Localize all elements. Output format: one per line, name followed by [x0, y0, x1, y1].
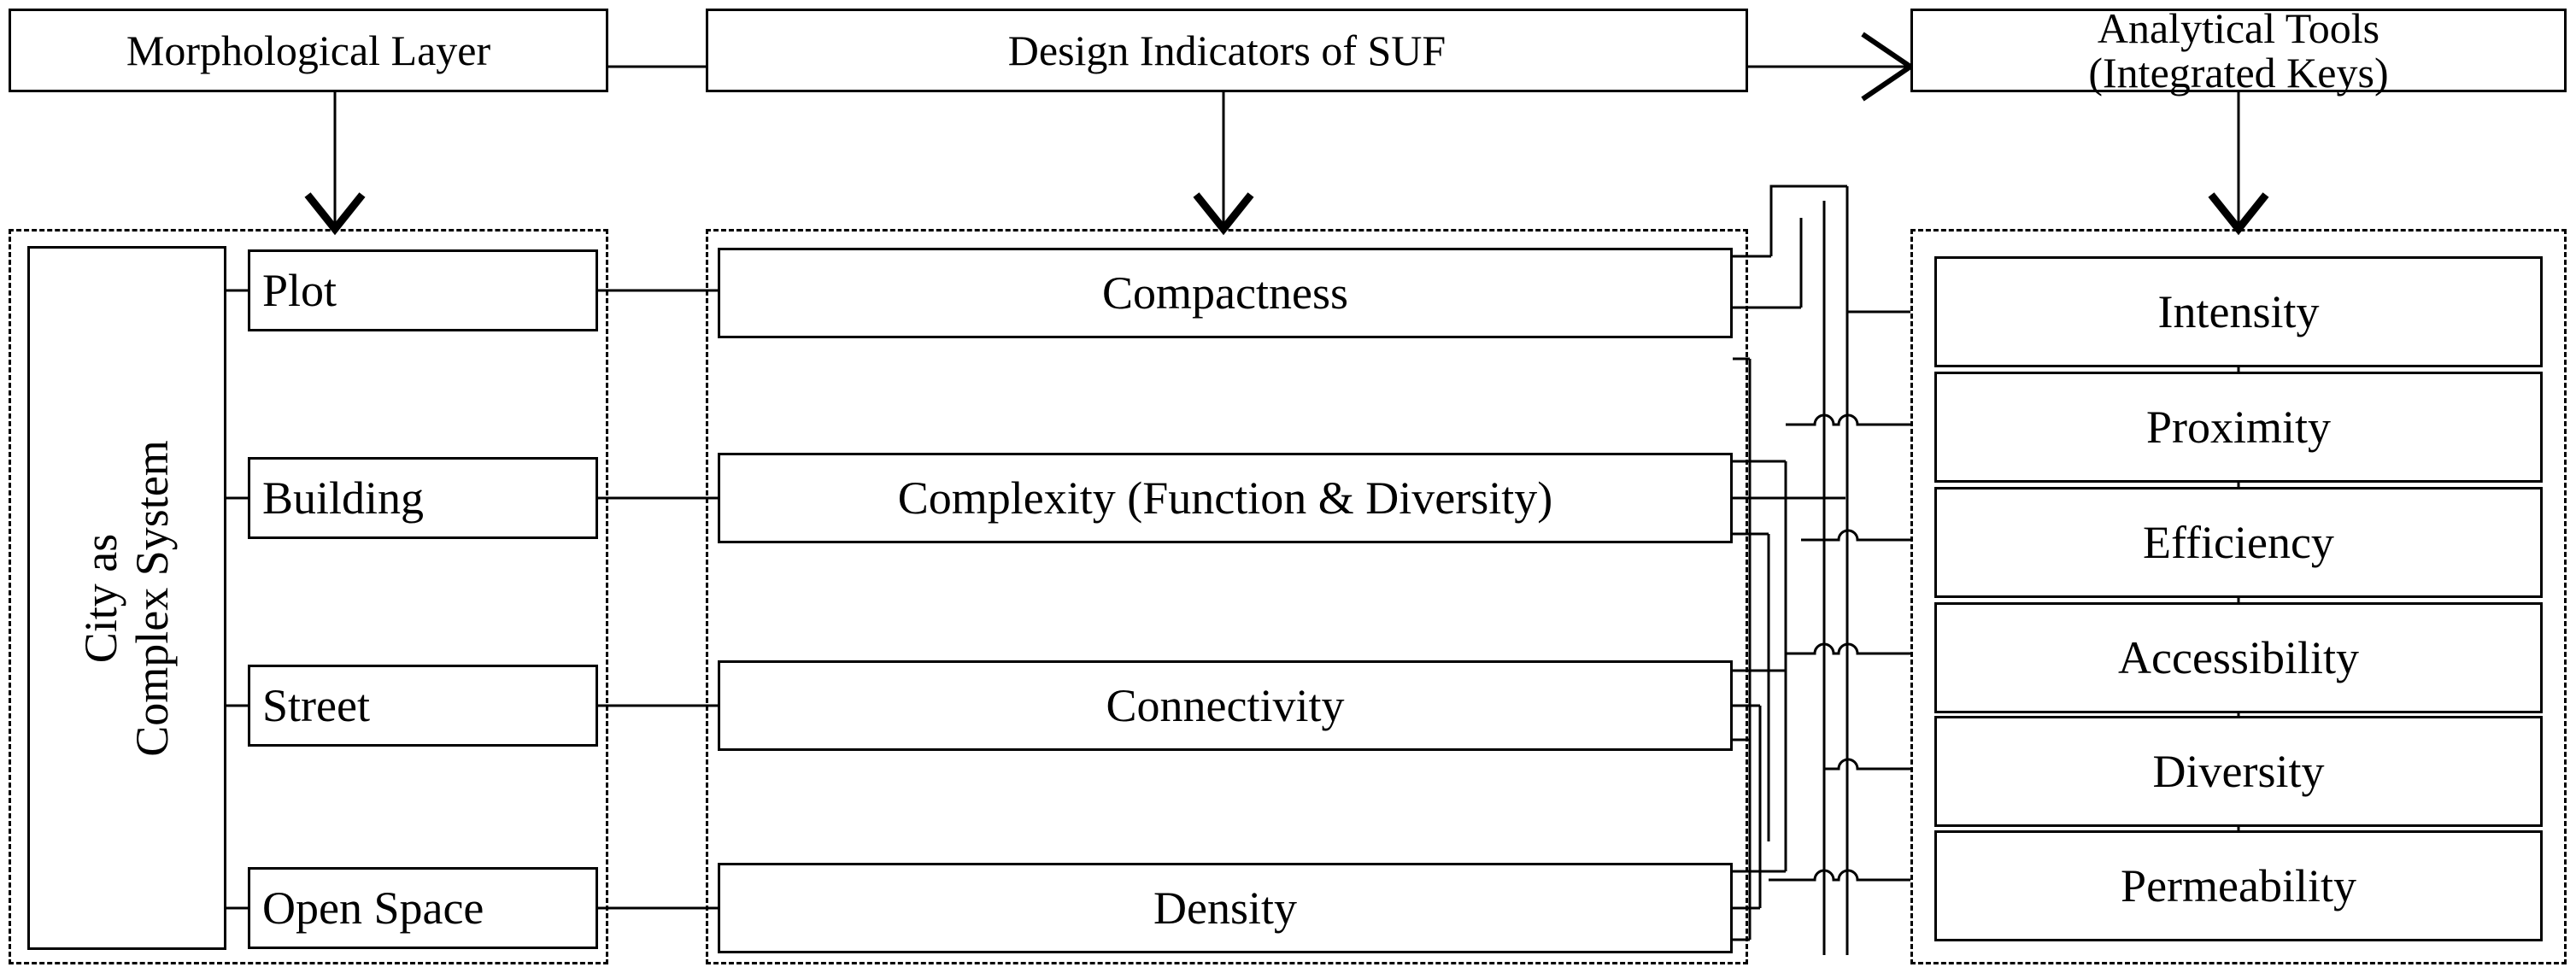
indicator-compactness-label: Compactness	[1102, 267, 1348, 319]
key-proximity-label: Proximity	[2145, 401, 2332, 453]
key-accessibility-label: Accessibility	[2118, 631, 2359, 683]
morph-item-street-label: Street	[262, 679, 370, 731]
feed-permeability	[1769, 869, 1910, 882]
city-as-complex-system-label: City as Complex System	[75, 440, 179, 757]
arrowhead-down-right	[2208, 192, 2269, 236]
key-permeability[interactable]: Permeability	[1934, 830, 2543, 941]
key-intensity[interactable]: Intensity	[1934, 256, 2543, 367]
morph-item-plot-label: Plot	[262, 264, 337, 316]
header-analytical-tools[interactable]: Analytical Tools (Integrated Keys)	[1910, 3, 2567, 95]
city-label-line1: City as	[75, 533, 127, 663]
arrowhead-right-hdr3	[1861, 32, 1916, 102]
left-group-dashed-container	[9, 229, 608, 964]
indicator-compactness[interactable]: Compactness	[718, 248, 1733, 338]
key-permeability-label: Permeability	[2121, 859, 2356, 911]
morph-item-open-space-label: Open Space	[262, 882, 484, 934]
header-design-indicators[interactable]: Design Indicators of SUF	[706, 9, 1748, 92]
key-intensity-label: Intensity	[2157, 285, 2320, 337]
morph-item-building[interactable]: Building	[248, 457, 598, 539]
right-group-dashed-container	[1910, 229, 2567, 964]
feed-efficiency	[1801, 529, 1910, 542]
header-analytical-tools-label-line2: (Integrated Keys)	[2088, 49, 2389, 97]
indicator-density[interactable]: Density	[718, 863, 1733, 953]
key-proximity[interactable]: Proximity	[1934, 372, 2543, 483]
key-diversity[interactable]: Diversity	[1934, 716, 2543, 827]
key-accessibility[interactable]: Accessibility	[1934, 602, 2543, 713]
feed-accessibility	[1786, 642, 1910, 655]
route-compactness-intensity-a	[1769, 185, 1847, 256]
city-as-complex-system-box[interactable]: City as Complex System	[27, 246, 226, 950]
morph-item-street[interactable]: Street	[248, 665, 598, 747]
header-morphological-layer[interactable]: Morphological Layer	[9, 9, 608, 92]
header-design-indicators-label: Design Indicators of SUF	[1007, 26, 1446, 74]
key-efficiency-label: Efficiency	[2143, 516, 2334, 568]
indicator-complexity-label: Complexity (Function & Diversity)	[897, 472, 1553, 524]
feed-diversity	[1824, 758, 1910, 771]
arrowhead-down-middle	[1193, 192, 1254, 236]
city-label-line2: Complex System	[126, 439, 179, 757]
key-diversity-label: Diversity	[2152, 745, 2325, 797]
indicator-complexity[interactable]: Complexity (Function & Diversity)	[718, 453, 1733, 543]
header-analytical-tools-label-line1: Analytical Tools	[2097, 3, 2380, 52]
indicator-density-label: Density	[1153, 882, 1297, 934]
morph-item-open-space[interactable]: Open Space	[248, 867, 598, 949]
middle-group-dashed-container	[706, 229, 1748, 964]
header-morphological-layer-label: Morphological Layer	[126, 26, 491, 74]
indicator-connectivity[interactable]: Connectivity	[718, 660, 1733, 751]
key-efficiency[interactable]: Efficiency	[1934, 487, 2543, 598]
morph-item-building-label: Building	[262, 472, 425, 524]
feed-proximity	[1786, 413, 1910, 426]
arrowhead-down-left	[304, 192, 366, 236]
indicator-connectivity-label: Connectivity	[1106, 679, 1345, 731]
morph-item-plot[interactable]: Plot	[248, 249, 598, 331]
